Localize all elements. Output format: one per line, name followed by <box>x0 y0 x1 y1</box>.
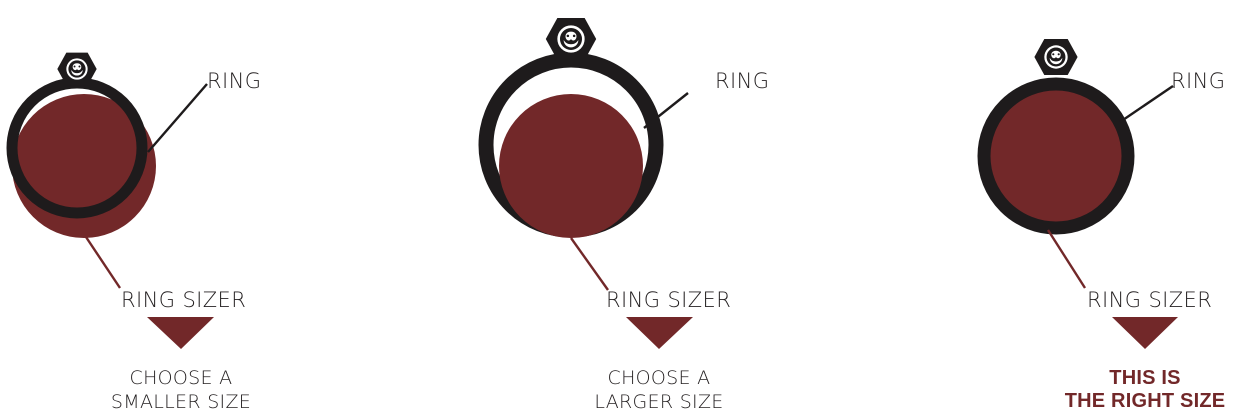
pointer-triangle-icon <box>147 317 214 349</box>
ring-sizer-label: RING SIZER <box>606 288 731 312</box>
caption-line-1: CHOOSE A <box>608 367 711 389</box>
ring-sizer-label: RING SIZER <box>1087 288 1212 312</box>
caption-line-1: CHOOSE A <box>130 367 233 389</box>
ring-label: RING <box>1171 69 1225 93</box>
pointer-triangle-icon <box>626 317 693 349</box>
ring-label: RING <box>207 69 261 93</box>
ring-leader-line <box>1120 86 1173 122</box>
ring-sizer-label: RING SIZER <box>121 288 246 312</box>
caption-line-2: THE RIGHT SIZE <box>1065 390 1226 412</box>
panel-smaller: RING RING SIZER CHOOSE A SMALLER SIZE <box>12 53 261 413</box>
caption-line-2: SMALLER SIZE <box>111 391 251 413</box>
ring-head-icon <box>1034 39 1077 75</box>
caption-line-2: LARGER SIZE <box>594 391 723 413</box>
ring-sizer-disc <box>499 94 643 238</box>
pointer-triangle-icon <box>1112 317 1178 349</box>
ring-leader-line <box>148 84 207 152</box>
sizer-leader-line <box>1048 230 1085 288</box>
ring-head-icon <box>546 18 596 60</box>
sizer-leader-line <box>84 234 120 288</box>
panel-right: RING RING SIZER THIS IS THE RIGHT SIZE <box>984 39 1225 412</box>
ring-label: RING <box>715 69 769 93</box>
sizer-leader-line <box>571 238 608 290</box>
panel-larger: RING RING SIZER CHOOSE A LARGER SIZE <box>486 18 769 413</box>
caption-line-1: THIS IS <box>1109 367 1180 389</box>
